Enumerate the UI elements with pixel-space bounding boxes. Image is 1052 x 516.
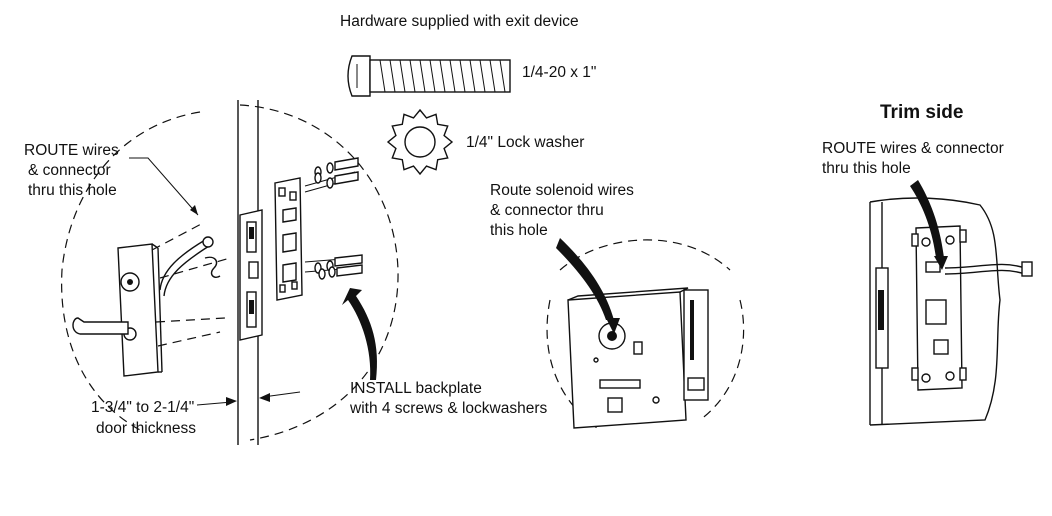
solenoid-line-2: & connector thru: [490, 202, 604, 219]
install-line-1: INSTALL backplate: [350, 380, 482, 397]
door-thickness-line-2: door thickness: [96, 420, 196, 437]
door-thickness-line-1: 1-3/4" to 2-1/4": [91, 399, 195, 416]
hardware-title: Hardware supplied with exit device: [340, 13, 579, 30]
trim-side-title: Trim side: [880, 102, 964, 123]
backplate: [274, 177, 303, 301]
backplate-screws: [304, 157, 363, 280]
solenoid-line-1: Route solenoid wires: [490, 182, 634, 199]
route-left-line-1: ROUTE wires: [24, 142, 119, 159]
install-line-2: with 4 screws & lockwashers: [350, 400, 548, 417]
route-right-line-2: thru this hole: [822, 160, 911, 177]
door-thickness-dimension: [196, 391, 301, 406]
install-arrow: [342, 288, 378, 380]
screw-illustration: [347, 55, 511, 97]
route-right-line-1: ROUTE wires & connector: [822, 140, 1004, 157]
lock-washer-label: 1/4" Lock washer: [466, 134, 585, 151]
door-edge: [237, 100, 263, 445]
solenoid-line-3: this hole: [490, 222, 548, 239]
left-detail-circle: [61, 104, 399, 441]
trim-side-detail: [869, 180, 1033, 426]
screw-size-label: 1/4-20 x 1": [522, 64, 597, 81]
route-left-line-3: thru this hole: [28, 182, 117, 199]
outside-trim: [72, 236, 221, 377]
route-left-line-2: & connector: [28, 162, 111, 179]
mounting-guide-lines: [151, 221, 231, 347]
lock-washer-illustration: [386, 108, 454, 176]
mortise-detail: [546, 238, 745, 431]
